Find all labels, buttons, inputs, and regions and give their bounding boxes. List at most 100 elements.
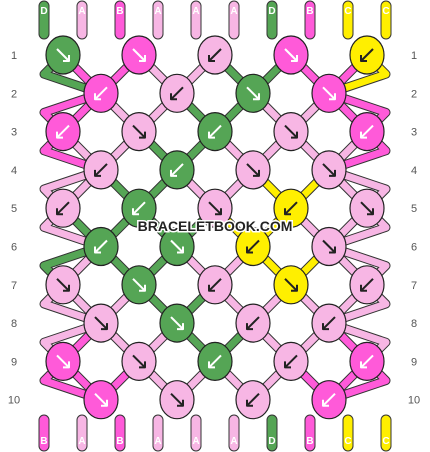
row-label-left: 3 bbox=[11, 127, 17, 139]
row-label-left: 7 bbox=[11, 280, 17, 292]
knot-arrow-line bbox=[246, 163, 260, 177]
knot bbox=[83, 150, 119, 190]
knots-layer bbox=[45, 35, 385, 420]
knot-arrow-line bbox=[208, 124, 222, 139]
row-label-left: 1 bbox=[11, 50, 17, 62]
knot bbox=[273, 265, 309, 305]
knot-arrow-line bbox=[170, 392, 184, 407]
knot-arrow-line bbox=[322, 163, 336, 177]
knot bbox=[197, 112, 233, 152]
knot bbox=[159, 380, 195, 420]
knot-arrow-line bbox=[246, 392, 260, 407]
knot bbox=[83, 226, 119, 267]
string-letter: D bbox=[268, 6, 275, 17]
top-string: C bbox=[342, 0, 354, 40]
knot-arrow-head bbox=[215, 208, 222, 216]
knot-arrow-line bbox=[208, 48, 222, 62]
string-letter: A bbox=[192, 6, 199, 17]
watermark: BRACELETBOOK.COM bbox=[138, 218, 293, 234]
knot bbox=[273, 188, 309, 228]
knot-arrow-head bbox=[170, 93, 177, 101]
string-letter: A bbox=[154, 6, 161, 17]
knot-arrow-head bbox=[177, 323, 184, 331]
knot-arrow-line bbox=[322, 86, 336, 101]
bottom-string: B bbox=[114, 414, 126, 452]
knot bbox=[197, 341, 233, 381]
knot-arrow-line bbox=[360, 48, 374, 62]
knot-arrow-line bbox=[56, 48, 70, 62]
knot bbox=[273, 35, 309, 75]
knot bbox=[349, 265, 385, 305]
knot bbox=[349, 35, 385, 75]
knot-arrow-head bbox=[253, 93, 260, 101]
knot-arrow-head bbox=[177, 246, 184, 254]
knot-arrow-line bbox=[132, 48, 146, 62]
knot-arrow-line bbox=[170, 316, 184, 330]
top-string: D bbox=[38, 0, 50, 40]
knot bbox=[121, 35, 157, 75]
knot-arrow-line bbox=[94, 163, 108, 177]
knot-arrow-head bbox=[208, 361, 215, 369]
knot-arrow-line bbox=[132, 201, 146, 215]
knot bbox=[235, 303, 271, 343]
row-label-right: 6 bbox=[411, 242, 417, 254]
string-letter: B bbox=[116, 436, 123, 447]
knot-arrow-line bbox=[132, 354, 146, 369]
string-letter: D bbox=[40, 6, 47, 17]
knot bbox=[45, 112, 81, 152]
knot-arrow-head bbox=[291, 55, 298, 62]
row-label-right: 10 bbox=[408, 395, 420, 407]
knot-arrow-head bbox=[139, 361, 146, 369]
knot-arrow-head bbox=[94, 169, 101, 177]
knot-arrow-head bbox=[291, 131, 298, 139]
knot-arrow-line bbox=[284, 48, 298, 62]
string-letter: A bbox=[154, 436, 161, 447]
top-string: B bbox=[114, 0, 126, 40]
knot bbox=[311, 150, 347, 190]
string-letter: C bbox=[344, 6, 351, 17]
knot-arrow-head bbox=[139, 284, 146, 292]
top-string: A bbox=[190, 0, 202, 40]
knot bbox=[121, 112, 157, 152]
knot-arrow-head bbox=[284, 208, 291, 216]
knot bbox=[311, 303, 347, 343]
knot-arrow-line bbox=[170, 239, 184, 254]
knot bbox=[311, 226, 347, 267]
bottom-string: A bbox=[190, 414, 202, 452]
knot-arrow-head bbox=[329, 93, 336, 101]
bottom-string: A bbox=[152, 414, 164, 452]
top-string: C bbox=[380, 0, 392, 40]
knot-arrow-head bbox=[94, 93, 101, 101]
knot-arrow-line bbox=[56, 278, 70, 292]
knot-arrow-head bbox=[246, 323, 253, 331]
string-letter: A bbox=[230, 436, 237, 447]
knot-arrow-head bbox=[208, 284, 215, 292]
knot-arrow-line bbox=[284, 124, 298, 139]
knot bbox=[83, 380, 119, 420]
knot bbox=[311, 73, 347, 113]
knot-arrow-line bbox=[322, 316, 336, 330]
knot bbox=[83, 73, 119, 113]
knot-arrow-head bbox=[170, 169, 177, 177]
string-letter: A bbox=[230, 6, 237, 17]
knot bbox=[349, 188, 385, 228]
bottom-string: C bbox=[342, 414, 354, 452]
knot-arrow-head bbox=[208, 131, 215, 139]
knot bbox=[311, 380, 347, 420]
bottom-string: B bbox=[38, 414, 50, 452]
knot-arrow-line bbox=[322, 239, 336, 254]
row-label-right: 1 bbox=[411, 50, 417, 62]
knot-arrow-head bbox=[329, 169, 336, 177]
row-label-left: 8 bbox=[11, 318, 17, 330]
knot-arrow-line bbox=[360, 201, 374, 215]
knot-arrow-head bbox=[360, 55, 367, 62]
knot bbox=[121, 188, 157, 228]
string-letter: A bbox=[78, 436, 85, 447]
string-letter: A bbox=[192, 436, 199, 447]
top-string: A bbox=[228, 0, 240, 40]
knot-arrow-line bbox=[360, 354, 374, 369]
string-letter: C bbox=[382, 436, 389, 447]
knot bbox=[159, 303, 195, 343]
